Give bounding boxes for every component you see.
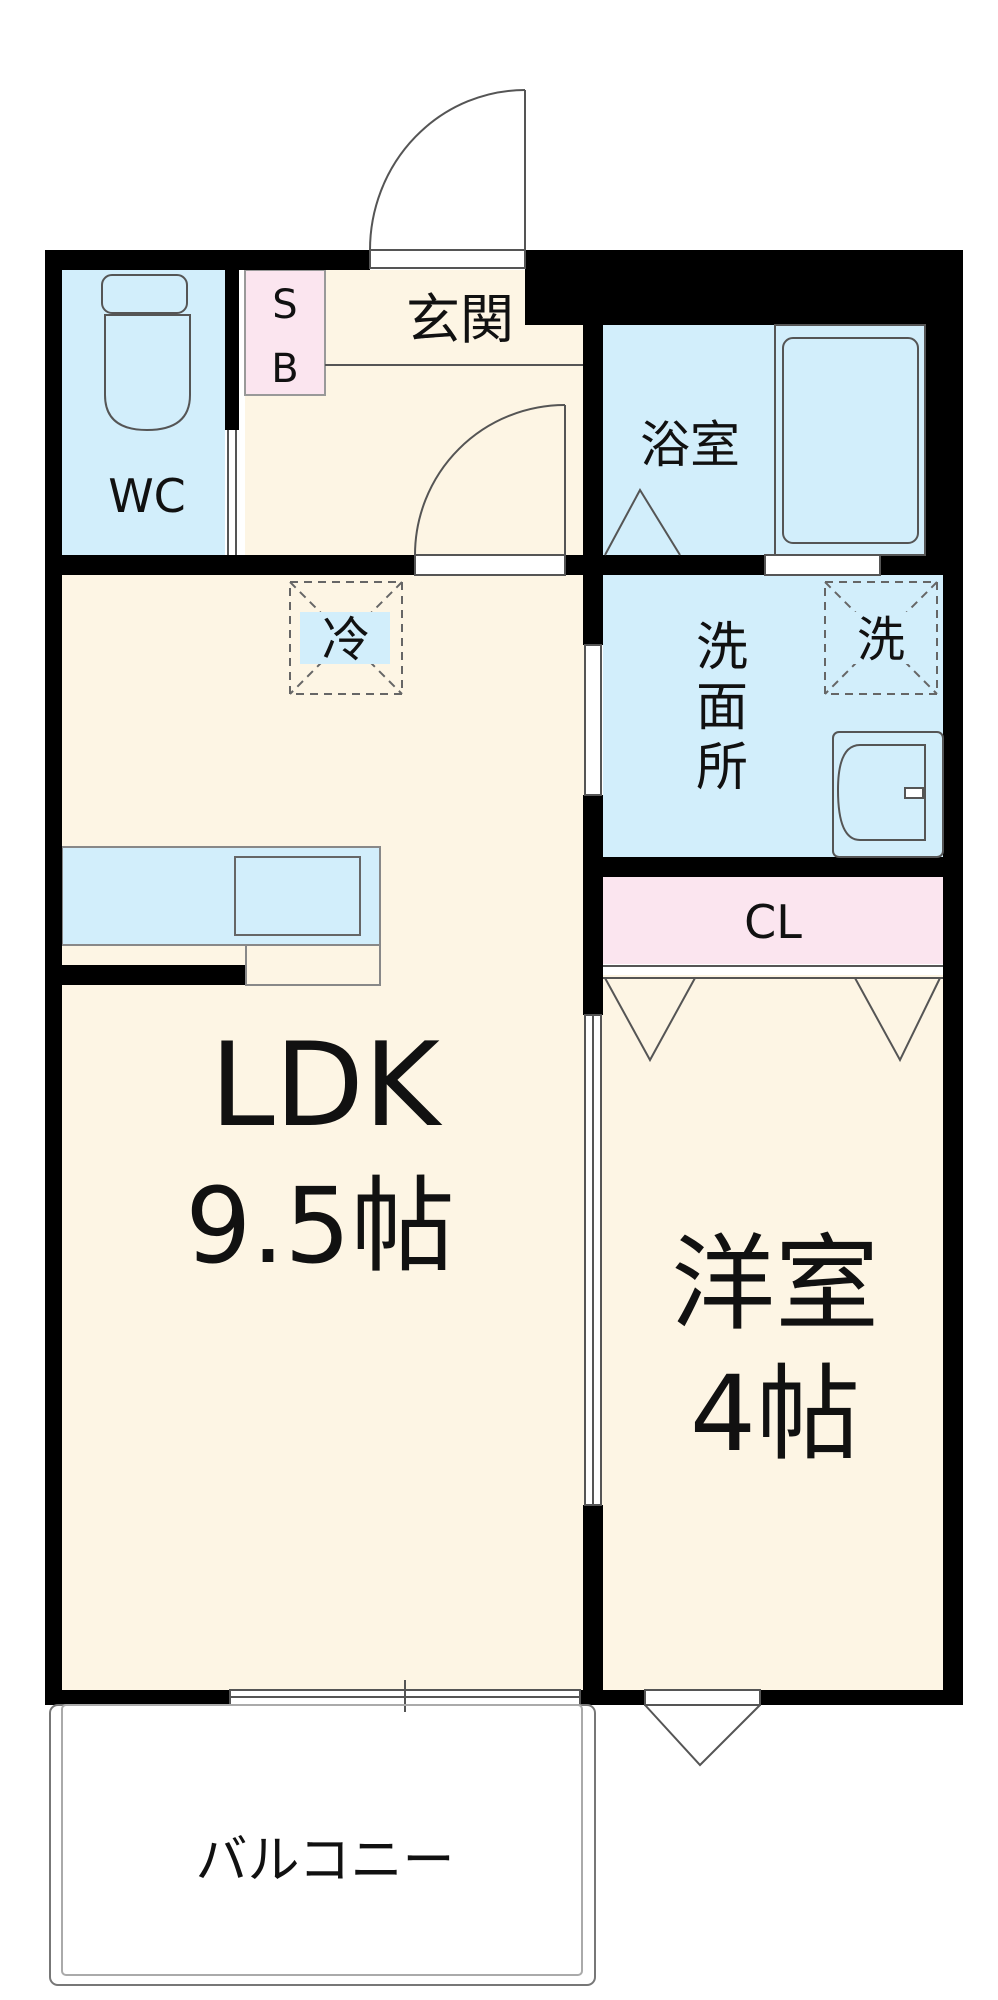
label-shoebox-b: B xyxy=(271,346,298,392)
bathtub-inner xyxy=(782,337,919,544)
fixtures xyxy=(101,274,944,858)
label-entrance: 玄関 xyxy=(406,288,514,351)
toilet-bowl xyxy=(104,314,191,432)
front-door-swing xyxy=(369,89,526,251)
label-washroom-1: 洗 xyxy=(696,618,748,678)
toilet-tank xyxy=(101,274,188,314)
label-fridge: 冷 xyxy=(322,612,370,668)
wash-basin-bowl xyxy=(836,744,926,841)
shoebox-floor xyxy=(244,269,326,396)
label-wc: WC xyxy=(108,469,186,523)
label-western-size: 4帖 xyxy=(690,1353,860,1475)
label-closet: CL xyxy=(744,895,802,949)
appliance-spaces xyxy=(289,581,938,695)
bath-door-fold xyxy=(604,487,681,556)
washer-space xyxy=(824,581,938,695)
closet-floor xyxy=(603,877,943,964)
kitchen-counter-base xyxy=(245,944,381,986)
label-washroom-3: 所 xyxy=(696,738,748,798)
walls xyxy=(45,250,963,1705)
label-shoebox-s: S xyxy=(272,282,297,328)
label-washer: 洗 xyxy=(857,612,905,668)
label-ldk-name: LDK xyxy=(210,1018,443,1153)
kitchen-sink xyxy=(234,856,361,936)
entrance-door-frame xyxy=(414,554,566,576)
label-washroom-2: 面 xyxy=(696,678,748,738)
fridge-space xyxy=(289,581,403,695)
label-balcony: バルコニー xyxy=(196,1831,455,1891)
label-bath: 浴室 xyxy=(640,416,740,474)
openings xyxy=(49,89,943,1986)
ldk-floor xyxy=(60,575,585,1692)
entrance-door-swing xyxy=(414,404,566,556)
labels: 玄関 S B WC 浴室 洗 面 所 洗 冷 CL LDK 9.5帖 洋室 4帖… xyxy=(108,282,925,1891)
western-room-floor xyxy=(600,975,947,1692)
floors xyxy=(60,269,947,1692)
label-ldk-size: 9.5帖 xyxy=(185,1165,454,1287)
front-door-frame xyxy=(369,249,526,269)
label-western-name: 洋室 xyxy=(671,1223,879,1345)
